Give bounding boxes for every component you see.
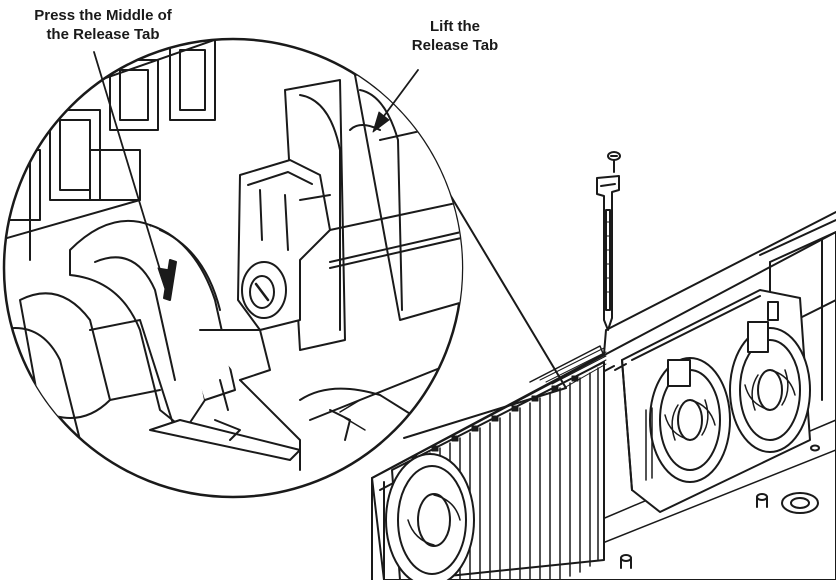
- lift-label-line1: Lift the: [430, 18, 480, 35]
- front-fan: [371, 453, 475, 585]
- fan-cage: [614, 289, 811, 513]
- press-arrow: [93, 51, 171, 293]
- bracket-screw: [607, 151, 621, 173]
- curved-release-tab: [69, 219, 236, 431]
- zoom-detail-circle: [2, 37, 464, 499]
- fan-left: [649, 357, 731, 483]
- lift-arrow: [372, 69, 419, 133]
- lift-release-tab-label: Lift the Release Tab: [390, 17, 520, 55]
- zoom-connector-lines: [403, 182, 567, 439]
- press-release-tab-label: Press the Middle of the Release Tab: [4, 6, 202, 44]
- lift-label-line2: Release Tab: [411, 37, 499, 54]
- pci-slot-bracket: [596, 175, 620, 331]
- press-label-line1: Press the Middle of: [34, 7, 172, 24]
- fan-right: [729, 327, 811, 453]
- tab-base: [4, 292, 461, 471]
- release-tab-hinge: [237, 159, 331, 331]
- press-label-line2: the Release Tab: [46, 26, 160, 43]
